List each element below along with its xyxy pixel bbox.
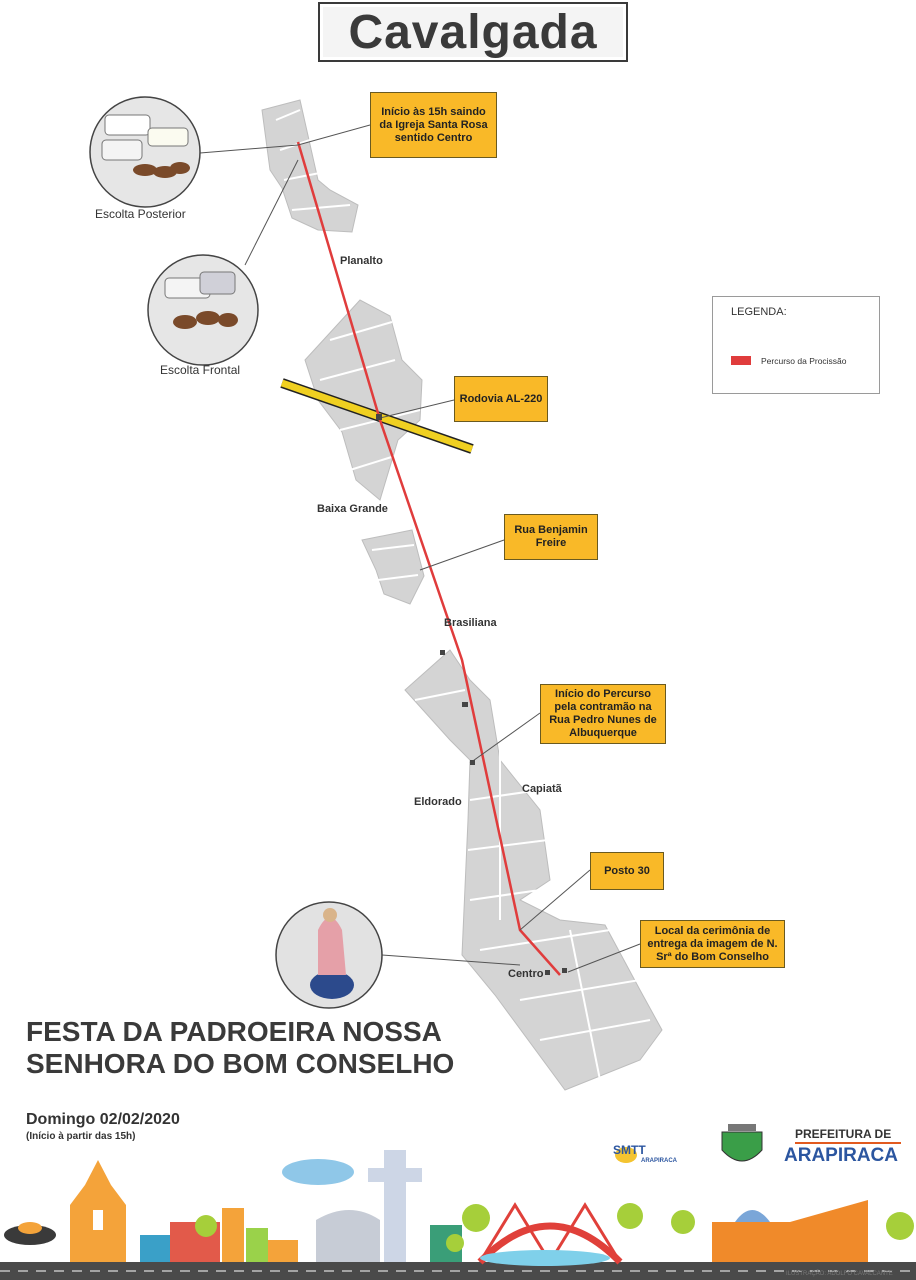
escort-posterior-label: Escolta Posterior [95,207,186,221]
prefeitura-divider [795,1142,901,1144]
map-title: Cavalgada [318,2,628,62]
callout-rodovia: Rodovia AL-220 [454,376,548,422]
map-legend: LEGENDA: Percurso da Procissão [712,296,880,394]
escort-frontal-photo [147,254,259,366]
escort-frontal-label: Escolta Frontal [160,363,241,377]
saint-statue-photo [275,901,383,1009]
callout-leaders [199,124,641,973]
place-capiata: Capiatã [522,783,562,795]
place-centro: Centro [508,968,544,980]
title-text: Cavalgada [348,5,598,59]
escort-posterior-photo [89,96,201,208]
place-baixa-grande: Baixa Grande [317,503,388,515]
smtt-logo-subtext: ARAPIRACA [641,1158,677,1164]
map-markers [376,414,567,975]
event-time-note: (Início à partir das 15h) [26,1131,136,1142]
arapiraca-coat-of-arms [721,1124,763,1162]
legend-title: LEGENDA: [731,306,787,318]
callout-cerimonia: Local da cerimônia de entrega da imagem … [640,920,785,968]
place-planalto: Planalto [340,255,383,267]
street-lines [275,109,651,1081]
smtt-logo-text: SMTT [613,1143,646,1157]
smtt-logo-mark [615,1147,637,1163]
callout-posto-30: Posto 30 [590,852,664,890]
prefeitura-line1: PREFEITURA DE [795,1127,892,1141]
prefeitura-line2: ARAPIRACA [784,1145,898,1166]
place-brasiliana: Brasiliana [444,617,497,629]
place-eldorado: Eldorado [414,796,462,808]
illustration-credit: ILUSTRAÇÃO: ADOLFO CAVALCANTE [786,1271,893,1277]
event-date: Domingo 02/02/2020 [26,1111,180,1128]
legend-route-label: Percurso da Procissão [761,356,847,366]
legend-route-swatch [731,356,751,365]
city-skyline [0,1150,916,1280]
callout-benjamin-freire: Rua Benjamin Freire [504,514,598,560]
procession-route [296,141,561,976]
event-name: FESTA DA PADROEIRA NOSSA SENHORA DO BOM … [26,1016,455,1079]
callout-contramao: Início do Percurso pela contramão na Rua… [540,684,666,744]
callout-start: Início às 15h saindo da Igreja Santa Ros… [370,92,497,158]
